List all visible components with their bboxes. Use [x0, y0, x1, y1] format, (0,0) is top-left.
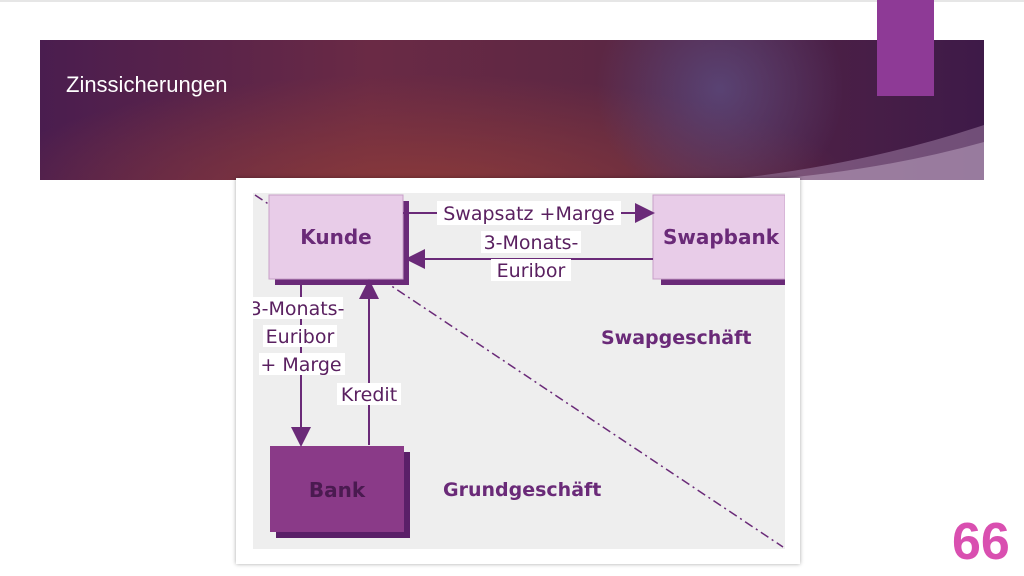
title-banner: [40, 40, 984, 180]
accent-tab: [877, 0, 934, 96]
banner-swoosh: [724, 125, 984, 180]
region-label-grundgeschaeft: Grundgeschäft: [443, 479, 601, 501]
divider-line: [254, 194, 784, 548]
swap-diagram: Kunde Swapbank Bank Swapsatz +Marge 3-Mo…: [253, 194, 785, 548]
kunde-label: Kunde: [300, 225, 372, 249]
edge-label-euribor-left-1: 3-Monats-: [253, 298, 344, 320]
diagram-canvas: Kunde Swapbank Bank Swapsatz +Marge 3-Mo…: [253, 193, 785, 549]
edge-label-euribor-top-2: Euribor: [497, 260, 566, 282]
edge-label-euribor-left-3: + Marge: [260, 354, 341, 376]
euribor-left-bg-2: [263, 325, 337, 347]
top-rule: [0, 0, 1024, 2]
edge-label-kredit: Kredit: [341, 384, 397, 406]
edge-label-euribor-top-1: 3-Monats-: [484, 232, 579, 254]
page-number: 66: [952, 513, 1010, 571]
swapbank-label: Swapbank: [663, 225, 780, 249]
swapbank-box: [652, 194, 785, 280]
euribor-left-bg-3: [259, 353, 345, 375]
swapsatz-label-bg: [437, 201, 621, 225]
kunde-box: [268, 194, 404, 280]
bank-label: Bank: [309, 478, 366, 502]
diagram-frame: Kunde Swapbank Bank Swapsatz +Marge 3-Mo…: [236, 178, 800, 564]
bank-box: [270, 446, 404, 532]
euribor-top-bg-1: [481, 231, 581, 253]
edge-label-swapsatz: Swapsatz +Marge: [443, 203, 615, 225]
edge-label-euribor-left-2: Euribor: [266, 326, 335, 348]
euribor-left-bg-1: [253, 297, 343, 319]
region-label-swapgeschaeft: Swapgeschäft: [601, 327, 751, 349]
kredit-label-bg: [337, 383, 401, 405]
euribor-top-bg-2: [491, 259, 571, 281]
page-title: Zinssicherungen: [66, 72, 228, 97]
